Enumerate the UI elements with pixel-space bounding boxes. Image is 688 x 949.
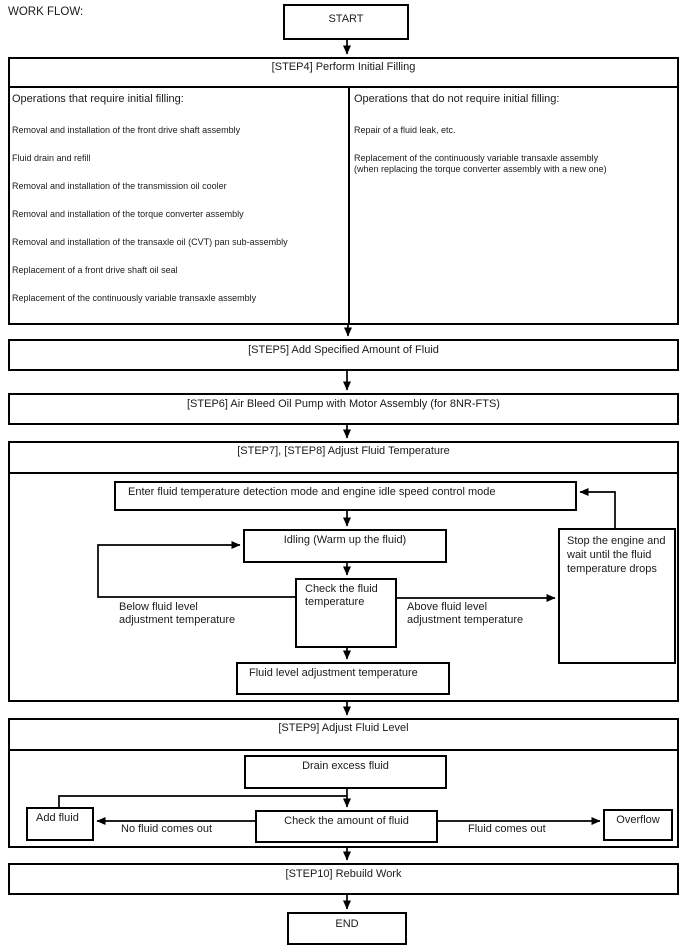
left-column-item: Replacement of a front drive shaft oil s… <box>12 265 178 275</box>
step7-8-header-divider <box>8 472 679 474</box>
left-column-item: Removal and installation of the transmis… <box>12 181 227 191</box>
step7-8-box <box>8 441 679 702</box>
overflow-node: Overflow <box>603 809 673 841</box>
enter-mode-node: Enter fluid temperature detection mode a… <box>114 481 577 511</box>
left-column-item: Removal and installation of the torque c… <box>12 209 244 219</box>
line-addfluid-loop <box>58 795 347 807</box>
step4-header-divider <box>8 86 679 88</box>
label-fluid-comes-out: Fluid comes out <box>468 823 546 835</box>
step4-title: [STEP4] Perform Initial Filling <box>271 61 416 73</box>
arrow-stopengine-to-enter <box>579 488 616 528</box>
left-column-item: Fluid drain and refill <box>12 153 91 163</box>
step5-banner: [STEP5] Add Specified Amount of Fluid <box>8 339 679 371</box>
left-column-item: Removal and installation of the front dr… <box>12 125 241 135</box>
step4-left-column: Operations that require initial filling:… <box>12 93 342 321</box>
label-above-fluid-level: Above fluid level adjustment temperature <box>407 601 524 626</box>
step10-banner: [STEP10] Rebuild Work <box>8 863 679 895</box>
step9-header-divider <box>8 749 679 751</box>
step4-right-column: Operations that do not require initial f… <box>354 93 672 192</box>
step4-box <box>8 57 679 325</box>
step9-box <box>8 718 679 848</box>
step9-title: [STEP9] Adjust Fluid Level <box>278 722 409 734</box>
right-column-item: Repair of a fluid leak, etc. <box>354 125 456 135</box>
label-below-fluid-level: Below fluid level adjustment temperature <box>119 601 236 626</box>
left-column-item: Removal and installation of the transaxl… <box>12 237 288 247</box>
fluid-level-adjustment-node: Fluid level adjustment temperature <box>236 662 450 695</box>
left-column-item: Replacement of the continuously variable… <box>12 293 257 303</box>
idling-node: Idling (Warm up the fluid) <box>243 529 447 563</box>
start-node: START <box>283 4 409 40</box>
step4-column-divider <box>348 88 350 325</box>
stop-engine-node: Stop the engine and wait until the fluid… <box>558 528 676 664</box>
arrow-below-loop-to-idling <box>97 541 295 598</box>
right-column-header: Operations that do not require initial f… <box>354 93 560 105</box>
page-title: WORK FLOW: <box>8 6 84 18</box>
drain-excess-fluid-node: Drain excess fluid <box>244 755 447 789</box>
step7-8-title: [STEP7], [STEP8] Adjust Fluid Temperatur… <box>237 445 450 457</box>
right-column-item: Replacement of the continuously variable… <box>354 153 607 174</box>
step6-banner: [STEP6] Air Bleed Oil Pump with Motor As… <box>8 393 679 425</box>
add-fluid-node: Add fluid <box>26 807 94 841</box>
end-node: END <box>287 912 407 945</box>
left-column-header: Operations that require initial filling: <box>12 93 184 105</box>
check-temperature-node: Check the fluid temperature <box>295 578 397 648</box>
label-no-fluid-comes-out: No fluid comes out <box>121 823 213 835</box>
check-amount-node: Check the amount of fluid <box>255 810 438 843</box>
